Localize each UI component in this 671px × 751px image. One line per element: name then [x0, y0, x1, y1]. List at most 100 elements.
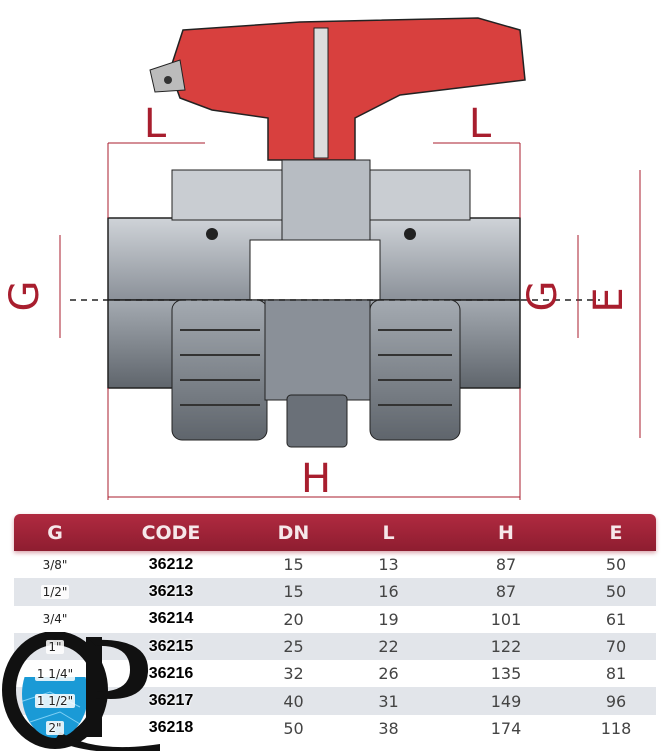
- cell-dn-wrap: 50: [246, 719, 341, 738]
- cell-dn: 32: [283, 664, 304, 684]
- cell-g: 2": [46, 721, 64, 736]
- cell-h: 174: [490, 718, 522, 738]
- table-row: 3/4" 36214 20 19 101 61: [14, 606, 656, 633]
- cell-h-wrap: 87: [436, 555, 576, 574]
- cell-g-wrap: 1/2": [14, 584, 96, 599]
- cell-l: 16: [378, 582, 399, 602]
- valve-body-section: [107, 159, 521, 301]
- cell-e: 118: [600, 718, 632, 738]
- cell-e: 81: [605, 664, 627, 684]
- table-row: 1" 36215 25 22 122 70: [14, 632, 656, 661]
- cell-l: 22: [378, 637, 399, 657]
- valve-handle: [149, 17, 526, 161]
- qp-logo: [2, 632, 160, 751]
- cell-code: 36212: [148, 555, 194, 573]
- cell-e: 50: [605, 555, 627, 575]
- cell-l: 31: [378, 691, 399, 711]
- cell-code: 36216: [148, 664, 194, 682]
- cell-l-wrap: 19: [341, 610, 436, 629]
- cell-e-wrap: 50: [576, 555, 656, 574]
- cell-code: 36214: [148, 610, 194, 628]
- cell-h: 87: [495, 555, 517, 575]
- cell-h: 135: [490, 664, 522, 684]
- cell-l-wrap: 38: [341, 719, 436, 738]
- cell-dn: 15: [283, 555, 304, 575]
- cell-dn: 25: [283, 637, 304, 657]
- cell-l: 26: [378, 664, 399, 684]
- cell-h-wrap: 174: [436, 719, 576, 738]
- cell-code: 36218: [148, 719, 194, 737]
- cell-e-wrap: 50: [576, 582, 656, 601]
- cell-g-wrap: 3/4": [14, 612, 96, 627]
- cell-code-wrap: 36212: [96, 556, 246, 574]
- cell-g-wrap: 3/8": [14, 557, 96, 572]
- dim-label-L-right: L: [469, 101, 492, 147]
- cell-g: 1/2": [40, 584, 70, 599]
- dimension-lines: [59, 142, 641, 500]
- cell-dn: 20: [283, 609, 304, 629]
- cell-code-wrap: 36215: [96, 638, 246, 656]
- cell-g-wrap: 1 1/4": [14, 666, 96, 681]
- cell-dn-wrap: 15: [246, 582, 341, 601]
- cell-e-wrap: 61: [576, 610, 656, 629]
- cell-code-wrap: 36214: [96, 610, 246, 628]
- cell-g: 3/8": [40, 557, 70, 572]
- cell-dn-wrap: 25: [246, 637, 341, 656]
- cell-code: 36213: [148, 582, 194, 600]
- header-g: G: [47, 521, 63, 544]
- table-row: 1 1/2" 36217 40 31 149 96: [14, 687, 656, 715]
- cell-l: 19: [378, 609, 399, 629]
- cell-dn: 50: [283, 718, 304, 738]
- cell-l-wrap: 13: [341, 555, 436, 574]
- cell-e: 96: [605, 691, 627, 711]
- cell-h: 101: [490, 609, 522, 629]
- cell-l-wrap: 31: [341, 692, 436, 711]
- header-l: L: [382, 521, 395, 544]
- cell-code: 36217: [148, 692, 194, 710]
- cell-l-wrap: 26: [341, 664, 436, 683]
- cell-code: 36215: [148, 637, 194, 655]
- cell-h-wrap: 149: [436, 692, 576, 711]
- cell-l-wrap: 22: [341, 637, 436, 656]
- cell-l: 13: [378, 555, 399, 575]
- cell-e-wrap: 81: [576, 664, 656, 683]
- cell-h: 149: [490, 691, 522, 711]
- dimensions-table: G CODE DN L H E 3/8" 36212 15 13 87 50 1/2" 362…: [14, 514, 656, 742]
- cell-h-wrap: 135: [436, 664, 576, 683]
- header-h: H: [498, 521, 514, 544]
- cell-g: 1": [46, 639, 64, 654]
- table-header: G CODE DN L H E: [14, 514, 656, 551]
- cell-g: 3/4": [40, 612, 70, 627]
- cell-g-wrap: 1 1/2": [14, 694, 96, 709]
- cell-dn-wrap: 20: [246, 610, 341, 629]
- cell-e: 61: [605, 609, 627, 629]
- table-row: 1 1/4" 36216 32 26 135 81: [14, 660, 656, 687]
- cell-e: 50: [605, 582, 627, 602]
- cell-e-wrap: 118: [576, 719, 656, 738]
- table-row: 3/8" 36212 15 13 87 50: [14, 551, 656, 578]
- cell-dn-wrap: 32: [246, 664, 341, 683]
- cell-h: 87: [495, 582, 517, 602]
- cell-e: 70: [605, 637, 627, 657]
- cell-code-wrap: 36216: [96, 665, 246, 683]
- dim-label-E: E: [586, 287, 632, 312]
- table-row: 2" 36218 50 38 174 118: [14, 715, 656, 742]
- cell-h-wrap: 122: [436, 637, 576, 656]
- dim-label-L-left: L: [144, 101, 167, 147]
- cell-dn-wrap: 40: [246, 692, 341, 711]
- cell-code-wrap: 36213: [96, 583, 246, 601]
- cell-g-wrap: 2": [14, 721, 96, 736]
- table-row: 1/2" 36213 15 16 87 50: [14, 578, 656, 606]
- dim-label-G-right: G: [520, 281, 566, 312]
- cell-l: 38: [378, 718, 399, 738]
- cell-h-wrap: 101: [436, 610, 576, 629]
- header-dn: DN: [277, 521, 310, 544]
- header-e: E: [609, 521, 623, 544]
- cell-code-wrap: 36217: [96, 692, 246, 710]
- cell-e-wrap: 70: [576, 637, 656, 656]
- cell-h-wrap: 87: [436, 582, 576, 601]
- cell-dn-wrap: 15: [246, 555, 341, 574]
- cell-g-wrap: 1": [14, 639, 96, 654]
- valve-body-exterior: [107, 299, 521, 448]
- dim-label-G-left: G: [2, 281, 48, 312]
